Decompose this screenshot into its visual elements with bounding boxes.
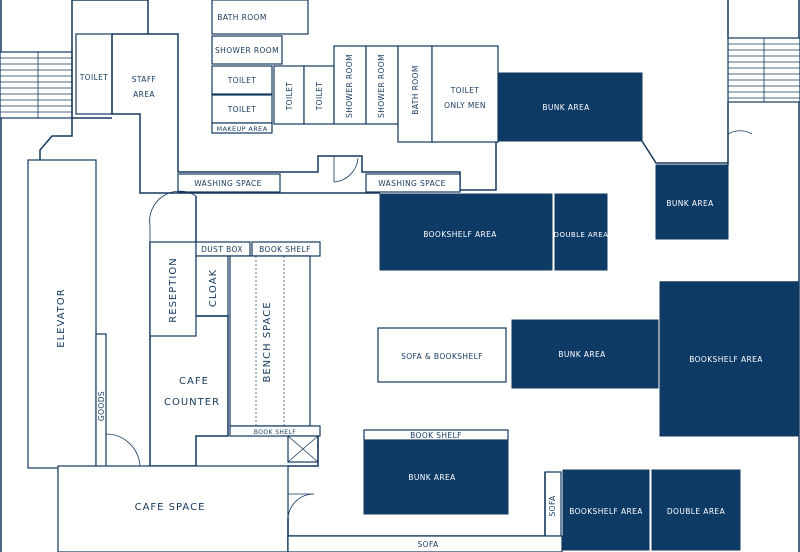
bath-room-label: BATH ROOM: [217, 13, 266, 22]
washing-space-1: [177, 173, 281, 193]
shower-room-v2-label: SHOWER ROOM: [377, 54, 386, 118]
washing-space-2-label: WASHING SPACE: [378, 179, 446, 188]
double-area-bottom-label: DOUBLE AREA: [667, 507, 726, 516]
washing-space-1-label: WASHING SPACE: [194, 179, 262, 188]
door-arc-2: [727, 110, 753, 135]
cloak-label: CLOAK: [208, 269, 219, 307]
reception-label: RESEPTION: [168, 257, 179, 322]
stairs-left: [0, 51, 73, 119]
staff-area-label-2: AREA: [133, 90, 155, 99]
toilet-2-label: TOILET: [227, 105, 257, 114]
bunk-area-right-label: BUNK AREA: [666, 199, 714, 208]
shower-room-a: [211, 35, 283, 65]
toilet-v1: [273, 65, 305, 125]
shower-room-v2: [365, 45, 399, 125]
bookshelf-area-bottom-label: BOOKSHELF AREA: [569, 507, 643, 516]
sofa-bookshelf: [377, 327, 507, 383]
toilet-1: [211, 65, 273, 95]
book-shelf-small: [229, 425, 321, 437]
bunk-area-top-label: BUNK AREA: [542, 103, 590, 112]
shower-room-v1-label: SHOWER ROOM: [345, 54, 354, 118]
toilet-v2: [303, 65, 335, 125]
door-arc-5: [287, 493, 315, 519]
makeup-area: [211, 122, 273, 134]
bunk-area-right: [655, 164, 729, 240]
bench-space-label: BENCH SPACE: [262, 301, 273, 382]
bath-room-v-label: BATH ROOM: [411, 65, 420, 114]
cafe-counter-wall: [106, 242, 151, 469]
toilet-only-men-label: TOILET: [450, 86, 480, 95]
stairs-right: [727, 37, 800, 103]
toilet-v2-label: TOILET: [315, 82, 324, 112]
sofa-vertical-label: SOFA: [548, 495, 557, 516]
door-arc-3: [105, 433, 141, 469]
double-area-bottom: [651, 469, 741, 551]
makeup-area-label: MAKEUP AREA: [216, 125, 267, 133]
toilet-staff-label: TOILET: [79, 73, 109, 82]
bunk-area-mid-label: BUNK AREA: [558, 350, 606, 359]
bunk-area-mid: [511, 319, 659, 389]
toilet-v1-label: TOILET: [285, 82, 294, 112]
bench-space: [229, 255, 311, 427]
bunk-wall: [641, 140, 728, 164]
shower-room-v1: [333, 45, 367, 125]
bunk-area-low-label: BUNK AREA: [408, 473, 456, 482]
washing-space-2: [365, 173, 461, 193]
double-area-1-label: DOUBLE AREA: [554, 231, 609, 239]
sofa-bottom-label: SOFA: [417, 540, 438, 549]
bookshelf-area-right-label: BOOKSHELF AREA: [689, 355, 763, 364]
book-shelf-top-label: BOOK SHELF: [259, 245, 311, 254]
sofa-bottom: [287, 535, 563, 552]
toilet-2: [211, 94, 273, 124]
toilet-only-men-label-2: ONLY MEN: [444, 101, 486, 110]
bunk-area-low: [363, 439, 509, 515]
bunk-area-top: [497, 72, 643, 142]
bookshelf-area-right: [659, 281, 800, 437]
elevator-label: ELEVATOR: [56, 288, 67, 347]
shower-room-a-label: SHOWER ROOM: [215, 46, 279, 55]
toilet-staff: [75, 33, 113, 115]
door-arc-1: [333, 156, 359, 183]
book-shelf-mid-label: BOOK SHELF: [410, 431, 462, 440]
staff-area-wall: [112, 33, 497, 191]
elevator-wall: [39, 118, 73, 160]
book-shelf-small-label: BOOK SHELF: [254, 429, 296, 436]
staff-area-label: STAFF: [132, 75, 157, 84]
door-arc-4: [149, 190, 197, 242]
bookshelf-area-1-label: BOOKSHELF AREA: [423, 230, 497, 239]
cafe-counter-label: CAFE: [179, 376, 209, 387]
double-area-1: [554, 193, 608, 271]
reception: [149, 241, 197, 337]
corridor-wall-top: [111, 34, 380, 194]
goods-label: GOODS: [97, 391, 106, 421]
bookshelf-area-bottom: [562, 469, 650, 551]
cafe-space-label: CAFE SPACE: [135, 502, 206, 513]
dust-box-label: DUST BOX: [201, 245, 243, 254]
counter-outline: [150, 315, 229, 467]
bookshelf-area-1: [379, 193, 553, 271]
cafe-counter-label-2: COUNTER: [164, 397, 220, 408]
bath-room: [211, 0, 309, 35]
sofa-bookshelf-label: SOFA & BOOKSHELF: [401, 352, 483, 361]
toilet-1-label: TOILET: [227, 76, 257, 85]
elevator: [27, 159, 97, 469]
